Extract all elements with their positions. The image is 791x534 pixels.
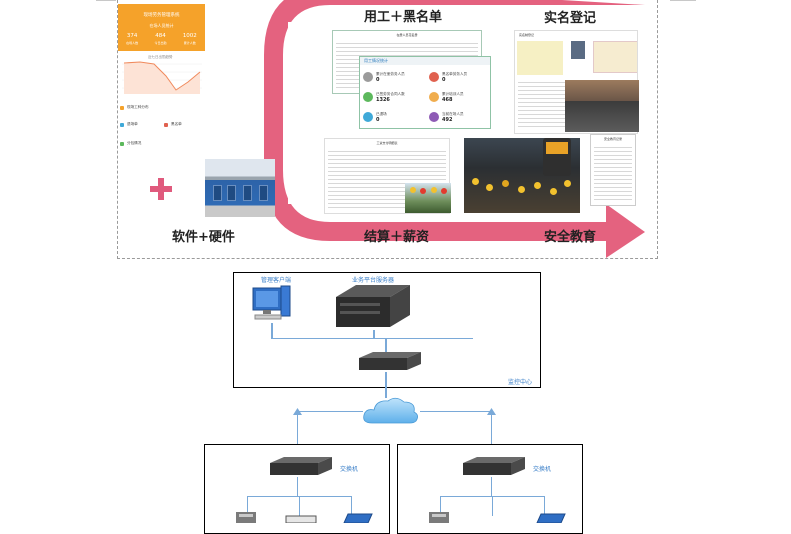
link-line — [491, 411, 492, 457]
turnstile-photo — [565, 80, 639, 132]
handheld-device-icon — [543, 138, 571, 176]
core-switch-icon — [359, 352, 421, 370]
monitor-icon — [343, 513, 373, 523]
access-terminal-icon — [236, 512, 256, 523]
phone-menu-item: 退场单 — [120, 122, 138, 127]
phone-trend-chart — [122, 61, 202, 94]
workstation-icon — [252, 285, 291, 320]
safety-record-document: 安全教育记录 — [590, 134, 636, 206]
link-line — [297, 411, 298, 457]
top-rule-left — [96, 0, 116, 1]
link-line — [271, 338, 473, 339]
phone-menu-item: 现场工种分布 — [120, 105, 149, 110]
realname-title: 实名制登记 — [519, 33, 535, 37]
roster-title: 在册人员花名册 — [396, 33, 418, 37]
workers-photo — [405, 183, 451, 213]
portrait-photo — [571, 41, 585, 59]
card-reader-icon — [285, 515, 317, 523]
link-line — [299, 496, 300, 516]
site-switch-label: 交换机 — [340, 466, 359, 473]
monitor-icon — [536, 513, 566, 523]
site-switch-label: 交换机 — [533, 466, 552, 473]
phone-subtitle: 在场人员统计 — [149, 23, 174, 28]
phone-title: 现场劳务管理系统 — [143, 13, 180, 18]
link-line — [247, 496, 248, 516]
salary-title: 工资支付明细表 — [376, 141, 398, 145]
id-card-back — [593, 41, 637, 73]
cloud-network-icon — [363, 397, 418, 424]
phone-chart-title: 近七日出勤趋势 — [148, 55, 173, 59]
software-hardware-label: 软件+硬件 — [172, 230, 235, 245]
server-icon — [336, 285, 410, 327]
link-line — [492, 496, 493, 516]
id-card-front — [517, 41, 563, 75]
link-line — [385, 372, 387, 398]
link-line — [385, 338, 387, 352]
link-line — [351, 496, 352, 516]
phone-menu-item: 分包情况 — [120, 141, 141, 146]
stats-panel-title: 用工情况统计 — [360, 57, 490, 65]
link-line — [544, 496, 545, 516]
plus-icon — [150, 178, 172, 200]
top-rule-right — [670, 0, 696, 1]
link-line — [491, 477, 492, 497]
safety-doc-title: 安全教育记录 — [603, 137, 622, 141]
workstation-label: 管理客户端 — [261, 277, 292, 284]
link-line — [373, 330, 375, 339]
employment-blacklist-label: 用工＋黑名单 — [364, 10, 443, 25]
site-switch-icon — [270, 457, 332, 475]
link-line — [420, 411, 492, 412]
site-switch-icon — [463, 457, 525, 475]
link-line — [297, 411, 363, 412]
phone-menu-item: 黑名单 — [164, 122, 182, 127]
settlement-salary-label: 结算＋薪资 — [364, 230, 430, 245]
site-container-photo — [205, 159, 275, 217]
arrowhead — [293, 408, 302, 415]
safety-education-label: 安全教育 — [544, 230, 597, 245]
link-line — [297, 477, 298, 497]
monitor-center-label: 监控中心 — [508, 379, 533, 386]
link-line — [440, 496, 441, 516]
link-line — [271, 323, 273, 339]
access-terminal-icon — [429, 512, 449, 523]
realname-registration-label: 实名登记 — [544, 11, 597, 26]
server-label: 业务平台服务器 — [352, 277, 395, 284]
arrowhead — [487, 408, 496, 415]
